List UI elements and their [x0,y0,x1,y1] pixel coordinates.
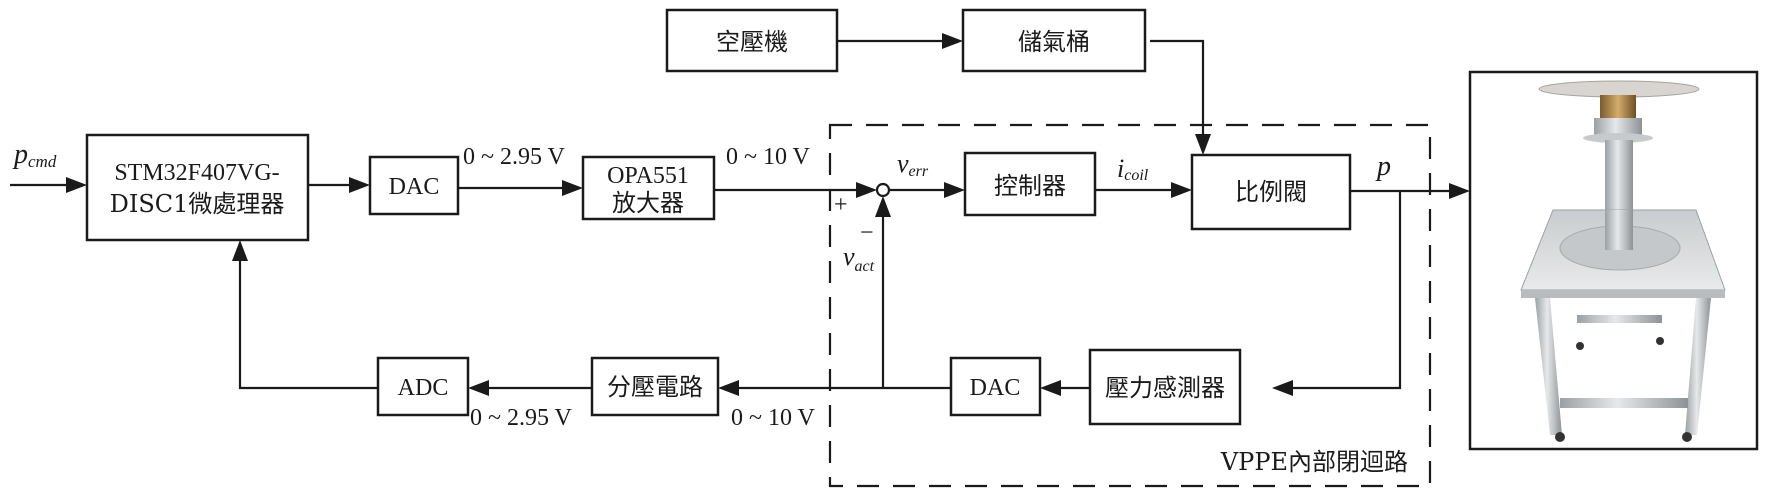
amplifier-block [581,155,716,221]
sum-minus-sign: − [860,220,874,246]
photo-caster-back-left [1576,342,1584,350]
platform-photo [1468,70,1759,451]
dac-to-amp-arrowhead [562,180,583,196]
dac-to-divider-arrowhead [718,380,739,396]
divider-block [590,356,720,417]
summing-junction [875,182,891,198]
p-output-label: p [1375,151,1391,182]
verr-signal-label: verr [897,149,929,180]
compressor-label: 空壓機 [716,28,788,56]
adc-to-mcu-arrowhead [232,240,248,261]
controller-block [963,151,1097,217]
tank-to-valve-arrowhead [1195,134,1211,155]
dac-bottom-label: DAC [970,375,1021,401]
photo-table-edge [1521,290,1725,298]
divider-in-range: 0 ~ 10 V [731,405,816,431]
photo-leg-left [1535,298,1562,435]
vppe-loop-boundary [828,123,1432,488]
mcu-block [85,133,310,242]
valve-to-plant-arrowhead [1449,183,1470,199]
tank-label: 儲氣桶 [1018,28,1090,56]
amp-out-range: 0 ~ 10 V [726,144,811,170]
mcu-label-line1: STM32F407VG- [114,160,279,186]
photo-top-disc [1538,80,1700,98]
amp-to-sum-arrowhead [856,182,877,198]
vact-signal-label: vact [843,242,875,275]
photo-actuator-ring [1594,118,1642,136]
adc-block [376,356,470,417]
mcu-label-line2: DISC1微處理器 [110,190,285,218]
adc-in-range: 0 ~ 2.95 V [470,405,573,431]
compressor-to-tank-arrowhead [942,33,963,49]
photo-crossbar-top [1577,315,1662,323]
dac-out-range: 0 ~ 2.95 V [463,144,566,170]
controller-label: 控制器 [994,172,1066,200]
divider-to-adc-arrowhead [468,380,489,396]
photo-caster-right [1682,432,1692,442]
dac-top-block [368,155,460,216]
to-sensor-arrowhead [1272,380,1293,396]
tank-block [961,8,1147,73]
controller-to-valve-arrowhead [1171,182,1192,198]
vppe-loop-label: VPPE內部閉迴路 [1220,448,1408,476]
tank-to-valve-line [1150,39,1205,140]
amplifier-label-line2: 放大器 [612,189,684,217]
photo-caster-back-right [1656,337,1664,345]
valve-label: 比例閥 [1235,178,1307,206]
adc-label: ADC [398,375,449,401]
amplifier-label-line1: OPA551 [607,163,689,189]
pcmd-signal-label: pcmd [12,139,57,171]
dac-top-label: DAC [389,174,440,200]
divider-label: 分壓電路 [607,373,703,401]
sensor-to-dac-arrowhead [1040,380,1061,396]
sum-to-controller-arrowhead [944,182,965,198]
photo-crossbar-bottom [1560,398,1688,408]
photo-caster-left [1555,432,1565,442]
photo-flange [1583,133,1653,143]
sum-plus-sign: + [834,192,848,218]
dac-bottom-block [949,356,1042,417]
photo-leg-right [1685,298,1711,435]
adc-to-mcu-line [238,255,378,390]
pcmd-arrowhead [66,177,87,193]
feedback-to-sum-arrowhead [875,196,891,217]
icoil-signal-label: icoil [1117,154,1149,184]
pressure-sensor-label: 壓力感測器 [1105,374,1225,402]
mcu-to-dac-arrowhead [349,177,370,193]
p-feedback-branch-line [1287,191,1402,390]
photo-column-lower [1605,210,1633,250]
